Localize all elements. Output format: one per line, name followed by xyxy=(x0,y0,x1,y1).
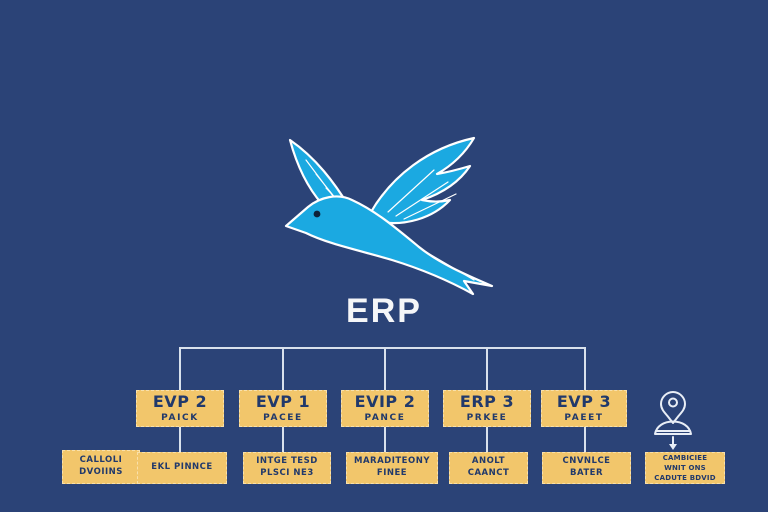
arrow-head xyxy=(669,444,677,450)
connector-line-vertical xyxy=(486,348,488,390)
connector-line-horizontal xyxy=(179,347,586,349)
connector-line-vertical xyxy=(584,427,586,452)
org-box-title: ERP 3 xyxy=(459,392,515,412)
org-subbox-line: CALLOLI xyxy=(79,455,123,466)
org-subbox-line: DVOIINS xyxy=(79,467,123,477)
connector-line-vertical xyxy=(179,427,181,452)
org-subbox-line: MARADITEONY xyxy=(354,456,430,467)
connector-line-vertical xyxy=(282,427,284,452)
org-subbox-line: INTGE TESD xyxy=(256,456,318,467)
org-subbox-line: CAMBICIEE xyxy=(662,453,708,462)
person-location-pin-icon xyxy=(654,391,692,450)
bird-eye xyxy=(313,210,321,218)
org-subbox-line: WNIT ONS xyxy=(664,463,706,472)
org-box-evp-5: EVP 3 PAEET xyxy=(541,390,627,427)
org-box-subtitle: PRKEE xyxy=(466,412,508,423)
org-box-subtitle: PAEET xyxy=(564,412,604,423)
org-box-title: EVP 1 xyxy=(255,392,311,412)
connector-line-vertical xyxy=(384,427,386,452)
org-subbox-line: FINEE xyxy=(376,468,408,478)
org-box-title: EVIP 2 xyxy=(354,392,416,412)
org-subbox-3: INTGE TESD PLSCI NE3 xyxy=(243,452,331,484)
org-box-evp-2: EVP 1 PACEE xyxy=(239,390,327,427)
root-title: ERP xyxy=(346,292,422,330)
org-subbox-6: CNVNLCE BATER xyxy=(542,452,631,484)
flying-bird-icon xyxy=(284,136,494,296)
org-subbox-line: BATER xyxy=(569,468,604,478)
connector-line-vertical xyxy=(486,427,488,452)
org-box-subtitle: PAICK xyxy=(161,412,199,423)
connector-line-vertical xyxy=(384,348,386,390)
org-subbox-line: ANOLT xyxy=(471,456,506,467)
org-box-subtitle: PANCE xyxy=(364,412,406,423)
org-subbox-line: CADUTE BDVID xyxy=(654,474,716,483)
org-box-subtitle: PACEE xyxy=(263,412,303,423)
org-subbox-2: EKL PINNCE xyxy=(137,452,227,484)
connector-line-vertical xyxy=(282,348,284,390)
org-subbox-1: CALLOLI DVOIINS xyxy=(62,450,140,484)
org-box-evp-3: EVIP 2 PANCE xyxy=(341,390,429,427)
org-subbox-line: PLSCI NE3 xyxy=(260,468,314,478)
org-box-evp-1: EVP 2 PAICK xyxy=(136,390,224,427)
org-subbox-4: MARADITEONY FINEE xyxy=(346,452,438,484)
connector-line-vertical xyxy=(584,348,586,390)
org-subbox-line: EKL PINNCE xyxy=(151,462,213,473)
org-subbox-line: CAANCT xyxy=(467,468,510,478)
connector-line-vertical xyxy=(179,348,181,390)
org-box-evp-4: ERP 3 PRKEE xyxy=(443,390,531,427)
org-subbox-7: CAMBICIEE WNIT ONS CADUTE BDVID xyxy=(645,452,725,484)
org-subbox-line: CNVNLCE xyxy=(562,456,611,467)
org-box-title: EVP 2 xyxy=(152,392,208,412)
org-subbox-5: ANOLT CAANCT xyxy=(449,452,528,484)
org-box-title: EVP 3 xyxy=(556,392,612,412)
